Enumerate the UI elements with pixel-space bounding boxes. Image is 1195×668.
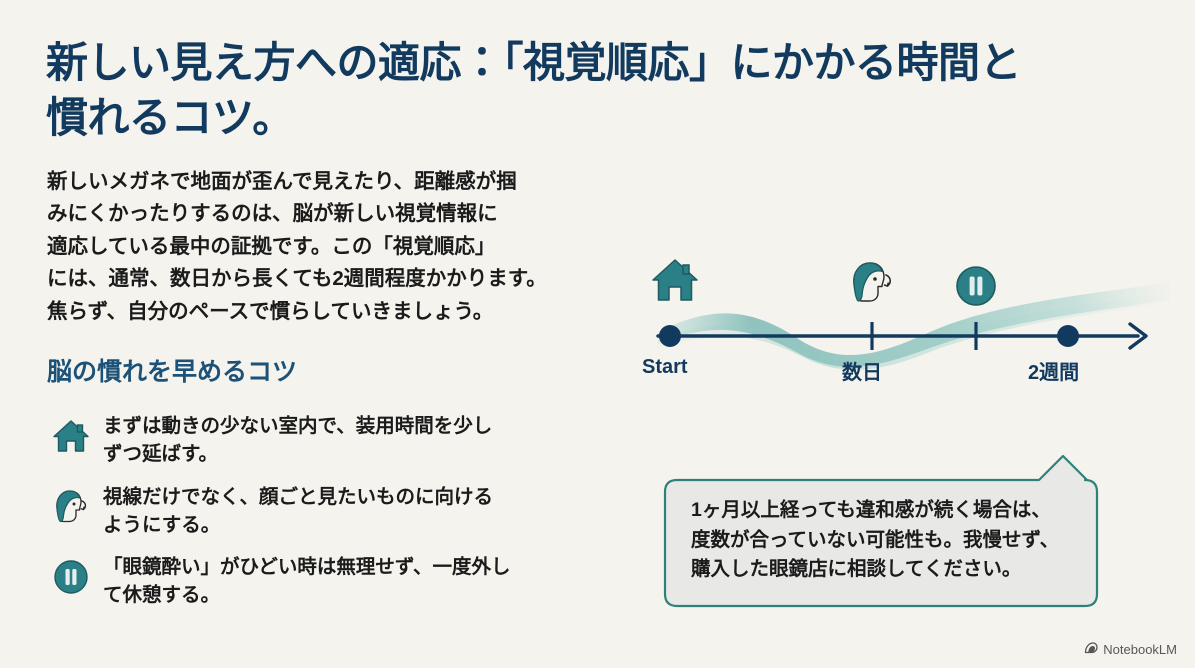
timeline-dot-start	[659, 325, 681, 347]
page-title: 新しい見え方への適応：「視覚順応」にかかる時間と 慣れるコツ。	[46, 39, 1022, 141]
timeline-wave-secondary	[658, 292, 1170, 370]
tips-list: まずは動きの少ない室内で、装用時間を少し ずつ延ばす。 視線だけでなく、顔ごと見…	[47, 412, 607, 624]
list-item-label: まずは動きの少ない室内で、装用時間を少し ずつ延ばす。	[103, 415, 493, 466]
head-profile-icon	[853, 262, 891, 302]
tips-section-heading: 脳の慣れを早めるコツ	[47, 358, 298, 386]
timeline-dot-end	[1057, 325, 1079, 347]
head-profile-icon	[47, 485, 95, 529]
notebooklm-watermark: NotebookLM	[1084, 641, 1177, 658]
timeline-label-start: Start	[642, 356, 688, 378]
list-item: 視線だけでなく、顔ごと見たいものに向ける ようにする。	[47, 483, 607, 540]
list-item-label: 視線だけでなく、顔ごと見たいものに向ける ようにする。	[103, 485, 494, 536]
lead-paragraph: 新しいメガネで地面が歪んで見えたり、距離感が掴 みにくかったりするのは、脳が新し…	[47, 170, 547, 323]
adaptation-timeline: Start 数日 2週間	[630, 248, 1170, 398]
list-item: まずは動きの少ない室内で、装用時間を少し ずつ延ばす。	[47, 412, 607, 469]
timeline-label-end: 2週間	[1028, 362, 1080, 384]
list-item: 「眼鏡酔い」がひどい時は無理せず、一度外し て休憩する。	[47, 553, 607, 610]
notebooklm-logo-icon	[1084, 641, 1098, 658]
pause-circle-icon	[47, 555, 95, 599]
callout-shape	[663, 454, 1099, 608]
house-icon	[652, 259, 698, 301]
list-item-label: 「眼鏡酔い」がひどい時は無理せず、一度外し て休憩する。	[103, 556, 511, 607]
pause-circle-icon	[956, 266, 996, 306]
advice-callout-text: 1ヶ月以上経っても違和感が続く場合は、 度数が合っていない可能性も。我慢せず、 …	[691, 499, 1060, 581]
timeline-arrowhead	[1128, 322, 1148, 350]
advice-callout: 1ヶ月以上経っても違和感が続く場合は、 度数が合っていない可能性も。我慢せず、 …	[663, 452, 1099, 610]
house-icon	[47, 414, 95, 458]
timeline-label-middle: 数日	[842, 362, 882, 384]
timeline-graphic	[652, 259, 1170, 370]
notebooklm-label: NotebookLM	[1103, 642, 1177, 657]
